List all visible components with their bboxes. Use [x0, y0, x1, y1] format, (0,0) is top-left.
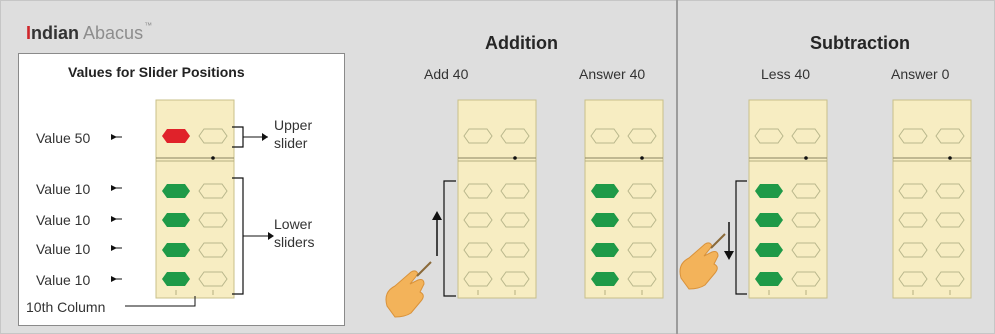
bead-icon: [898, 212, 928, 228]
unit-dot: [804, 156, 808, 160]
bead-icon: [500, 271, 530, 287]
bead-icon: [898, 183, 928, 199]
bead-icon: [898, 242, 928, 258]
legend-value-label: Value 10: [36, 272, 91, 288]
pointer-stick: [416, 261, 432, 277]
bead-icon: [500, 183, 530, 199]
add-40-label: Add 40: [424, 66, 469, 82]
bead-icon: [590, 128, 620, 144]
arrow-head: [268, 232, 274, 240]
bead-icon: [591, 272, 619, 286]
bead-icon: [463, 128, 493, 144]
abacus-frame-icon: [892, 99, 972, 299]
bead-icon: [198, 128, 228, 144]
answer-0-label: Answer 0: [891, 66, 950, 82]
bead-icon: [198, 271, 228, 287]
bead-icon: [935, 242, 965, 258]
arrow-head: [262, 133, 268, 141]
abacus-frame-icon: [457, 99, 537, 299]
legend-value-label: Value 50: [36, 130, 91, 146]
less-40-label: Less 40: [761, 66, 811, 82]
bead-icon: [500, 212, 530, 228]
subtraction-title: Subtraction: [810, 33, 911, 53]
bead-icon: [627, 128, 657, 144]
bead-icon: [162, 184, 190, 198]
bead-icon: [935, 183, 965, 199]
bead-icon: [791, 271, 821, 287]
legend-value-label: Value 10: [36, 181, 91, 197]
bead-icon: [791, 183, 821, 199]
bead-icon: [162, 129, 190, 143]
abacus-frame-icon: [155, 99, 235, 299]
bead-icon: [755, 272, 783, 286]
movement-bracket: [443, 180, 456, 297]
unit-dot: [948, 156, 952, 160]
up-arrow-icon: [432, 211, 442, 220]
bead-icon: [162, 243, 190, 257]
unit-dot: [211, 156, 215, 160]
addition-title: Addition: [485, 33, 558, 53]
bead-icon: [791, 212, 821, 228]
answer-40-label: Answer 40: [579, 66, 646, 82]
bead-icon: [791, 128, 821, 144]
bead-icon: [591, 184, 619, 198]
bead-icon: [463, 271, 493, 287]
bead-icon: [754, 128, 784, 144]
bead-icon: [627, 212, 657, 228]
bead-icon: [627, 183, 657, 199]
bead-icon: [755, 243, 783, 257]
unit-dot: [513, 156, 517, 160]
bead-icon: [162, 272, 190, 286]
down-arrow-icon: [724, 251, 734, 260]
section-divider: [676, 0, 678, 334]
bead-icon: [198, 183, 228, 199]
column-pointer-line: [125, 296, 196, 307]
bead-icon: [898, 128, 928, 144]
bead-icon: [591, 213, 619, 227]
bead-icon: [463, 183, 493, 199]
bead-icon: [198, 212, 228, 228]
pointer-stick: [710, 233, 726, 249]
abacus-frame-icon: [748, 99, 828, 299]
movement-bracket: [735, 180, 747, 295]
bead-icon: [935, 271, 965, 287]
bead-icon: [935, 128, 965, 144]
legend-value-label: Value 10: [36, 241, 91, 257]
bead-icon: [935, 212, 965, 228]
bead-icon: [898, 271, 928, 287]
bead-icon: [591, 243, 619, 257]
hand-pointer-icon: [679, 242, 719, 290]
unit-dot: [640, 156, 644, 160]
abacus-frame-icon: [584, 99, 664, 299]
bead-icon: [791, 242, 821, 258]
brand-logo: Indian Abacus™: [26, 21, 153, 43]
bead-icon: [162, 213, 190, 227]
bead-icon: [755, 213, 783, 227]
bead-icon: [463, 212, 493, 228]
legend-title: Values for Slider Positions: [68, 64, 245, 80]
bead-icon: [627, 271, 657, 287]
bead-icon: [463, 242, 493, 258]
column-label: 10th Column: [26, 299, 106, 315]
bead-icon: [500, 128, 530, 144]
bead-icon: [755, 184, 783, 198]
legend-value-label: Value 10: [36, 212, 91, 228]
bead-icon: [198, 242, 228, 258]
hand-pointer-icon: [385, 270, 425, 318]
bead-icon: [627, 242, 657, 258]
bead-icon: [500, 242, 530, 258]
